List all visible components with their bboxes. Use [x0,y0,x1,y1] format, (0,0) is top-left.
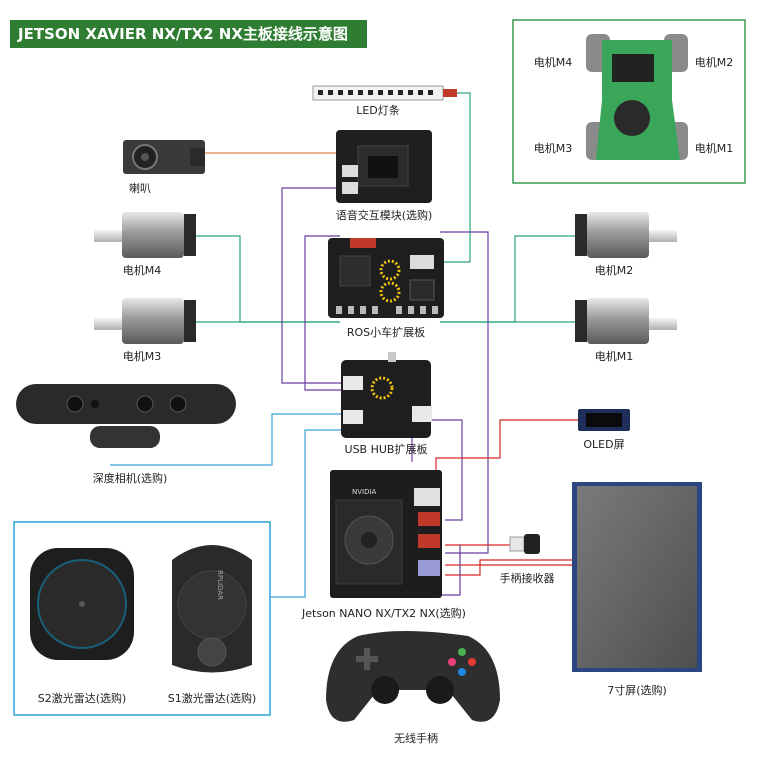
motor-m4-left [94,212,196,258]
ros-board-icon [328,238,444,318]
usb-hub-board-icon [341,352,432,438]
oled-icon [578,409,630,431]
label-gamepad: 无线手柄 [394,732,438,745]
label-oled: OLED屏 [583,438,625,451]
car-frame [512,19,746,184]
label-screen: 7寸屏(选购) [607,684,667,697]
label-jetson: Jetson NANO NX/TX2 NX(选购) [302,607,466,620]
label-usb-hub: USB HUB扩展板 [344,443,428,456]
label-s1-lidar: S1激光雷达(选购) [167,692,257,705]
page-title: JETSON XAVIER NX/TX2 NX主板接线示意图 [10,20,367,48]
label-motor-m4: 电机M4 [122,264,162,277]
s1-lidar-icon: RPLIDAR [172,545,252,673]
label-led: LED灯条 [356,104,400,117]
label-receiver: 手柄接收器 [499,572,555,585]
led-strip-icon [312,85,457,101]
depth-camera-icon [16,384,236,448]
motor-m3-left [94,298,196,344]
lidar-frame [13,521,271,716]
usb-receiver-icon [509,534,540,554]
label-ros-board: ROS小车扩展板 [346,326,426,339]
label-car-m4: 电机M4 [533,56,573,69]
label-speaker: 喇叭 [129,182,151,195]
label-depth-camera: 深度相机(选购) [92,472,168,485]
label-car-m3: 电机M3 [533,142,573,155]
label-s2-lidar: S2激光雷达(选购) [37,692,127,705]
label-motor-m1: 电机M1 [594,350,634,363]
motor-m1-right [575,298,677,344]
label-motor-m2: 电机M2 [594,264,634,277]
motor-m2-right [575,212,677,258]
jetson-brand: NVIDIA [352,488,377,496]
voice-module-icon [336,130,432,203]
screen-icon [572,482,702,672]
car-icon [586,34,688,160]
jetson-board-icon [330,470,442,598]
s2-lidar-icon [30,548,134,660]
gamepad-icon [326,631,500,722]
wires [110,92,578,598]
lidar-brand: RPLIDAR [216,570,224,600]
label-voice: 语音交互模块(选购) [335,209,433,222]
speaker-icon [123,140,205,174]
label-motor-m3: 电机M3 [122,350,162,363]
label-car-m1: 电机M1 [694,142,734,155]
label-car-m2: 电机M2 [694,56,734,69]
